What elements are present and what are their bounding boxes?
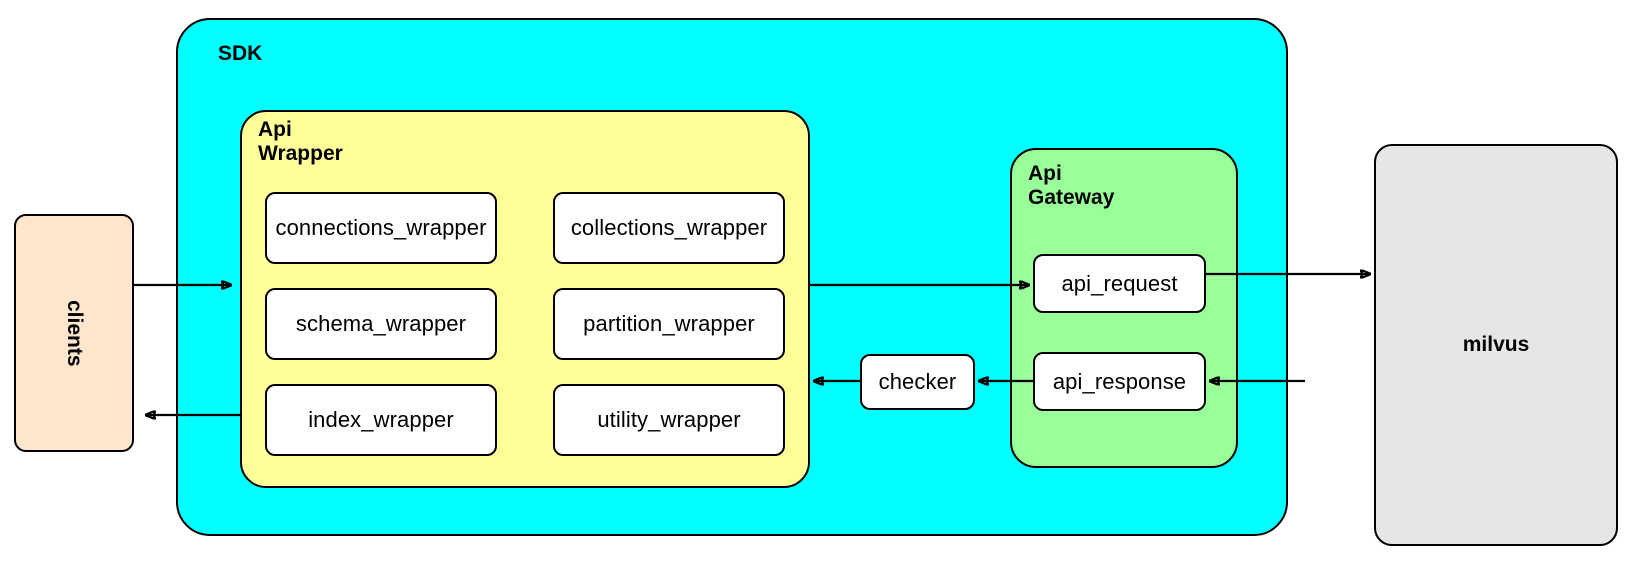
module-utility-wrapper[interactable]: utility_wrapper [553,384,785,456]
checker-label: checker [878,369,957,394]
module-index-wrapper[interactable]: index_wrapper [265,384,497,456]
module-connections-wrapper[interactable]: connections_wrapper [265,192,497,264]
module-schema-wrapper[interactable]: schema_wrapper [265,288,497,360]
module-collections-wrapper[interactable]: collections_wrapper [553,192,785,264]
module-api-response[interactable]: api_response [1033,352,1206,411]
module-index-wrapper-label: index_wrapper [308,407,454,432]
module-partition-wrapper[interactable]: partition_wrapper [553,288,785,360]
module-connections-wrapper-label: connections_wrapper [275,215,487,240]
milvus-node[interactable] [1374,144,1618,546]
module-api-request[interactable]: api_request [1033,254,1206,313]
module-partition-wrapper-label: partition_wrapper [583,311,755,336]
module-api-request-label: api_request [1061,270,1178,296]
module-collections-wrapper-label: collections_wrapper [570,215,768,240]
checker-node[interactable]: checker [860,354,975,410]
milvus-label: milvus [1462,333,1530,356]
module-api-response-label: api_response [1052,368,1187,394]
module-utility-wrapper-label: utility_wrapper [597,407,741,432]
clients-label: clients [63,299,86,367]
module-schema-wrapper-label: schema_wrapper [295,311,467,336]
clients-node[interactable] [14,214,134,452]
